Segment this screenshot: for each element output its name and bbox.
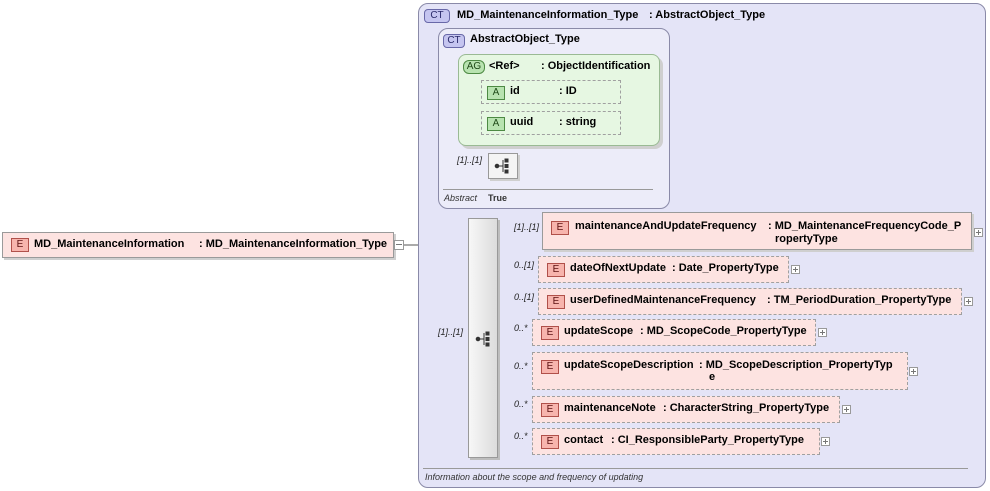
root-element[interactable]: E MD_MaintenanceInformation : MD_Mainten… [2, 232, 394, 258]
element-cardinality: 0..[1] [514, 260, 535, 270]
attribute-badge: A [487, 86, 505, 100]
element-badge: E [541, 326, 559, 340]
element-type-cont: e [709, 371, 716, 383]
attribute-group-type: : ObjectIdentification [541, 60, 651, 72]
expand-toggle[interactable] [909, 367, 918, 376]
element-date-of-next-update[interactable]: E dateOfNextUpdate : Date_PropertyType [538, 256, 789, 283]
element-badge: E [547, 295, 565, 309]
main-sequence-compositor[interactable] [468, 218, 498, 458]
expand-toggle[interactable] [842, 405, 851, 414]
abstract-divider [443, 189, 653, 190]
attribute-group-ref: <Ref> [489, 60, 520, 72]
element-badge: E [11, 238, 29, 252]
element-type: : Date_PropertyType [672, 262, 779, 274]
expand-toggle[interactable] [791, 265, 800, 274]
documentation-divider [423, 468, 968, 469]
element-badge: E [547, 263, 565, 277]
documentation-text: Information about the scope and frequenc… [425, 472, 644, 482]
element-type-cont: ropertyType [775, 233, 838, 245]
attribute-id[interactable]: A id : ID [481, 80, 621, 104]
element-user-defined-maintenance-frequency[interactable]: E userDefinedMaintenanceFrequency : TM_P… [538, 288, 962, 315]
element-type: : CharacterString_PropertyType [663, 402, 830, 414]
attribute-name: uuid [510, 116, 534, 128]
element-update-scope-description[interactable]: E updateScopeDescription : MD_ScopeDescr… [532, 352, 908, 390]
element-cardinality: 0..* [514, 431, 528, 441]
element-cardinality: 0..* [514, 323, 528, 333]
element-contact[interactable]: E contact : CI_ResponsibleParty_Property… [532, 428, 820, 455]
abstract-label: Abstract [444, 193, 478, 203]
element-type: : MD_MaintenanceFrequencyCode_P [768, 220, 962, 232]
element-cardinality: [1]..[1] [514, 222, 540, 232]
complex-type-name: MD_MaintenanceInformation_Type [457, 9, 639, 21]
element-cardinality: 0..* [514, 399, 528, 409]
element-cardinality: 0..* [514, 361, 528, 371]
element-name: contact [564, 434, 604, 446]
element-type: : MD_ScopeDescription_PropertyTyp [699, 359, 893, 371]
abstract-type-name: AbstractObject_Type [470, 33, 580, 45]
element-cardinality: 0..[1] [514, 292, 535, 302]
element-update-scope[interactable]: E updateScope : MD_ScopeCode_PropertyTyp… [532, 319, 816, 346]
element-badge: E [541, 435, 559, 449]
abstract-sequence-compositor[interactable] [488, 153, 518, 179]
element-name: updateScope [564, 325, 634, 337]
abstract-type-badge: CT [443, 34, 465, 48]
complex-type-base: : AbstractObject_Type [649, 9, 766, 21]
element-name: maintenanceAndUpdateFrequency [575, 220, 757, 232]
element-name: userDefinedMaintenanceFrequency [570, 294, 756, 306]
attribute-uuid[interactable]: A uuid : string [481, 111, 621, 135]
collapse-toggle[interactable] [394, 240, 404, 250]
attribute-badge: A [487, 117, 505, 131]
sequence-cardinality: [1]..[1] [438, 327, 464, 337]
element-type: : TM_PeriodDuration_PropertyType [767, 294, 952, 306]
attribute-type: : ID [559, 85, 577, 97]
expand-toggle[interactable] [964, 297, 973, 306]
element-badge: E [551, 221, 569, 235]
expand-toggle[interactable] [821, 437, 830, 446]
abstract-seq-cardinality: [1]..[1] [457, 155, 483, 165]
element-badge: E [541, 360, 559, 374]
expand-toggle[interactable] [818, 328, 827, 337]
expand-toggle[interactable] [974, 228, 983, 237]
element-type: : MD_ScopeCode_PropertyType [640, 325, 807, 337]
sequence-icon [494, 158, 509, 174]
attribute-type: : string [559, 116, 597, 128]
root-element-type: : MD_MaintenanceInformation_Type [199, 238, 388, 250]
abstract-value: True [488, 193, 508, 203]
attribute-group-badge: AG [463, 60, 485, 74]
element-maintenance-note[interactable]: E maintenanceNote : CharacterString_Prop… [532, 396, 840, 423]
element-name: updateScopeDescription [564, 359, 694, 371]
element-name: maintenanceNote [564, 402, 656, 414]
element-badge: E [541, 403, 559, 417]
root-element-name: MD_MaintenanceInformation [34, 238, 185, 250]
element-maintenance-and-update-frequency[interactable]: E maintenanceAndUpdateFrequency : MD_Mai… [542, 212, 972, 250]
element-name: dateOfNextUpdate [570, 262, 666, 274]
complex-type-badge: CT [424, 9, 450, 23]
sequence-icon [475, 331, 490, 347]
attribute-name: id [510, 85, 520, 97]
element-type: : CI_ResponsibleParty_PropertyType [611, 434, 804, 446]
